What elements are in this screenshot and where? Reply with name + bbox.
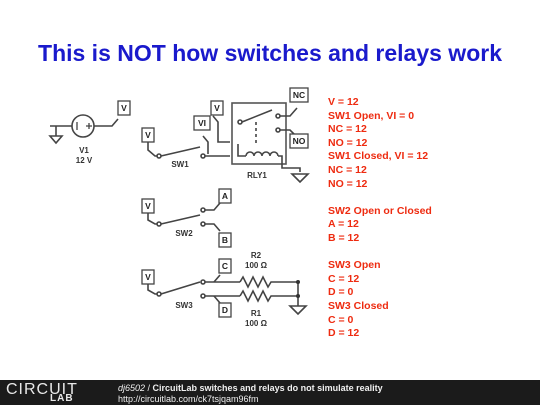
svg-text:D: D bbox=[222, 305, 228, 315]
probe-vi bbox=[193, 115, 211, 131]
note-line: V = 12 bbox=[328, 96, 359, 108]
note-line: C = 12 bbox=[328, 272, 360, 285]
note-line: NO = 12 bbox=[328, 177, 368, 190]
probe-no bbox=[289, 133, 309, 149]
svg-text:A: A bbox=[222, 191, 228, 201]
resistor-r2 bbox=[239, 275, 298, 289]
svg-text:SW2: SW2 bbox=[175, 229, 193, 238]
svg-text:NO: NO bbox=[293, 136, 306, 146]
svg-text:V: V bbox=[145, 130, 151, 140]
svg-text:V: V bbox=[121, 103, 127, 113]
probe-v-source bbox=[117, 100, 131, 116]
footer-text: dj6502 / CircuitLab switches and relays … bbox=[118, 383, 383, 404]
note-line: A = 12 bbox=[328, 218, 359, 231]
circuit-title: CircuitLab switches and relays do not si… bbox=[152, 383, 383, 393]
note-line: SW3 Open bbox=[328, 259, 381, 272]
svg-text:B: B bbox=[222, 235, 228, 245]
note-line: SW2 Open or Closed bbox=[328, 204, 432, 217]
note-line: D = 0 bbox=[328, 286, 354, 299]
note-line: SW1 Open, VI = 0 bbox=[328, 109, 415, 122]
svg-text:12 V: 12 V bbox=[76, 156, 93, 165]
note-line: SW3 Closed bbox=[328, 299, 389, 312]
circuit-url[interactable]: http://circuitlab.com/ck7tsjqam96fm bbox=[118, 394, 259, 404]
note-line: NC = 12 bbox=[328, 163, 367, 176]
probe-v-sw1 bbox=[141, 127, 155, 143]
probe-v-sw2 bbox=[141, 198, 155, 214]
svg-text:NC: NC bbox=[293, 90, 305, 100]
svg-text:100 Ω: 100 Ω bbox=[245, 319, 268, 328]
svg-text:V1: V1 bbox=[79, 146, 89, 155]
note-line: NC = 12 bbox=[328, 123, 367, 136]
svg-text:RLY1: RLY1 bbox=[247, 171, 267, 180]
circuit-schematic: V V VI V NC NO V A B V C D V1 12 V SW1 R… bbox=[48, 87, 310, 328]
probe-b bbox=[218, 232, 232, 248]
simulation-notes: V = 12 SW1 Open, VI = 0 NC = 12 NO = 12 … bbox=[328, 96, 432, 341]
page-title: This is NOT how switches and relays work bbox=[38, 40, 502, 66]
note-line: B = 12 bbox=[328, 231, 360, 244]
svg-text:SW3: SW3 bbox=[175, 301, 193, 310]
circuitlab-logo[interactable]: CIRCUIT bbox=[6, 381, 78, 398]
probe-a bbox=[218, 188, 232, 204]
svg-text:SW1: SW1 bbox=[171, 160, 189, 169]
probe-v-relay bbox=[210, 100, 224, 116]
svg-text:V: V bbox=[145, 201, 151, 211]
resistor-r1 bbox=[239, 289, 298, 303]
svg-text:C: C bbox=[222, 261, 228, 271]
svg-text:R2: R2 bbox=[251, 251, 262, 260]
svg-text:100 Ω: 100 Ω bbox=[245, 261, 268, 270]
note-line: SW1 Closed, VI = 12 bbox=[328, 150, 429, 163]
svg-text:VI: VI bbox=[198, 118, 206, 128]
probe-v-sw3 bbox=[141, 269, 155, 285]
note-line: C = 0 bbox=[328, 313, 354, 326]
note-line: NO = 12 bbox=[328, 136, 368, 149]
probe-c bbox=[218, 258, 232, 274]
author-link[interactable]: dj6502 bbox=[118, 383, 146, 393]
note-line: D = 12 bbox=[328, 327, 360, 340]
svg-text:V: V bbox=[214, 103, 220, 113]
svg-text:V: V bbox=[145, 272, 151, 282]
footer-bar: CIRCUIT LAB dj6502 / CircuitLab switches… bbox=[0, 380, 540, 405]
svg-text:R1: R1 bbox=[251, 309, 262, 318]
circuitlab-logo-sub: LAB bbox=[50, 393, 74, 404]
relay-rly1 bbox=[231, 102, 287, 165]
probe-nc bbox=[289, 87, 309, 103]
probe-d bbox=[218, 302, 232, 318]
